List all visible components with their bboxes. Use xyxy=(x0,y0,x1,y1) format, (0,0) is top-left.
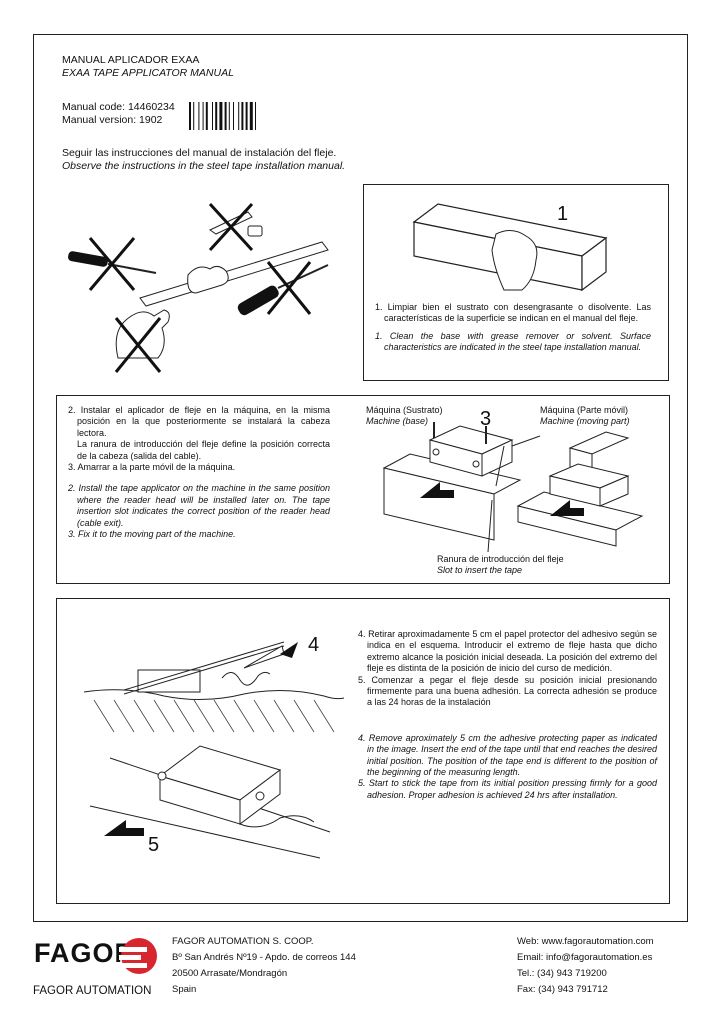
step-5-es: 5. Comenzar a pegar el fleje desde su po… xyxy=(358,674,657,708)
address-line-2: 20500 Arrasate/Mondragón xyxy=(172,968,288,979)
manual-info: Manual code: 14460234 Manual version: 19… xyxy=(62,101,175,127)
step-2-en: 2. Install the tape applicator on the ma… xyxy=(68,483,330,528)
arrow-icon xyxy=(420,482,454,498)
label-base-en: Machine (base) xyxy=(366,416,429,426)
step-1-en: 1. Clean the base with grease remover or… xyxy=(375,330,651,353)
barcode-bar xyxy=(219,102,223,130)
arrow-icon xyxy=(280,642,298,658)
label-moving-en: Machine (moving part) xyxy=(540,416,630,426)
barcode-bar xyxy=(245,102,248,130)
step-1-number: 1 xyxy=(557,203,569,225)
manual-code: Manual code: 14460234 xyxy=(62,101,175,113)
stick-tape-illustration xyxy=(89,745,331,859)
label-machine-moving: Máquina (Parte móvil) Machine (moving pa… xyxy=(540,405,630,427)
barcode-bar xyxy=(241,102,244,130)
step-4-5-text: 4. Retirar aproximadamente 5 cm el papel… xyxy=(358,629,657,801)
fagor-logo-text: FAGOR xyxy=(34,938,136,968)
barcode-bar xyxy=(249,102,253,130)
label-slot: Ranura de introducción del fleje Slot to… xyxy=(437,554,564,576)
barcode-bar xyxy=(224,102,227,130)
barcode-bar xyxy=(202,102,204,130)
step-3-es: 3. Amarrar a la parte móvil de la máquin… xyxy=(68,462,236,473)
address-line-1: Bº San Andrés Nº19 - Apdo. de correos 14… xyxy=(172,952,356,963)
barcode-bar xyxy=(238,102,240,130)
fagor-logo-icon xyxy=(119,938,157,974)
hand-icon xyxy=(491,230,538,291)
title-en: EXAA TAPE APPLICATOR MANUAL xyxy=(62,67,234,79)
phone-number: Tel.: (34) 943 719200 xyxy=(517,968,607,979)
title-es: MANUAL APLICADOR EXAA xyxy=(62,54,200,66)
step-5-en: 5. Start to stick the tape from its init… xyxy=(358,778,657,800)
fagor-logo-subtitle: FAGOR AUTOMATION xyxy=(33,985,152,997)
email-link[interactable]: Email: info@fagorautomation.es xyxy=(517,952,653,963)
step-3-number: 3 xyxy=(480,408,492,430)
barcode-bar xyxy=(255,102,256,130)
barcode-bar xyxy=(212,102,213,130)
clean-base-illustration xyxy=(412,203,608,292)
barcode-bar xyxy=(193,102,195,130)
intro-en: Observe the instructions in the steel ta… xyxy=(62,160,346,172)
label-slot-es: Ranura de introducción del fleje xyxy=(437,554,564,564)
fax-number: Fax: (34) 943 791712 xyxy=(517,984,608,995)
label-moving-es: Máquina (Parte móvil) xyxy=(540,405,629,415)
step-2-3-text: 2. Instalar el aplicador de fleje en la … xyxy=(68,405,330,540)
barcode xyxy=(189,102,256,130)
step-2-3-box xyxy=(56,395,670,584)
step-2b-es: La ranura de introducción del fleje defi… xyxy=(77,439,330,461)
label-slot-en: Slot to insert the tape xyxy=(437,565,523,575)
barcode-bar xyxy=(205,102,208,130)
step-4-number: 4 xyxy=(308,634,320,656)
company-name: FAGOR AUTOMATION S. COOP. xyxy=(172,936,314,947)
step-4-es: 4. Retirar aproximadamente 5 cm el papel… xyxy=(358,629,657,674)
step-3-en: 3. Fix it to the moving part of the mach… xyxy=(68,529,236,540)
step-1-box xyxy=(363,184,669,381)
page-frame xyxy=(33,34,688,922)
arrow-icon-2 xyxy=(550,500,584,516)
company-address: FAGOR AUTOMATION S. COOP. Bº San Andrés … xyxy=(172,934,356,998)
intro-text: Seguir las instrucciones del manual de i… xyxy=(62,147,345,173)
label-machine-base: Máquina (Sustrato) Machine (base) xyxy=(366,405,443,427)
step-4-5-box xyxy=(56,598,670,904)
barcode-bar xyxy=(228,102,230,130)
barcode-bar xyxy=(233,102,234,130)
document-title: MANUAL APLICADOR EXAA EXAA TAPE APPLICAT… xyxy=(62,54,234,80)
label-base-es: Máquina (Sustrato) xyxy=(366,405,443,415)
install-applicator-illustration xyxy=(382,422,644,553)
manual-version: Manual version: 1902 xyxy=(62,114,163,126)
step-1-text: 1. Limpiar bien el sustrato con desengra… xyxy=(375,302,651,354)
step-1-es: 1. Limpiar bien el sustrato con desengra… xyxy=(375,302,651,324)
barcode-bar xyxy=(198,102,200,130)
step-2-es: 2. Instalar el aplicador de fleje en la … xyxy=(68,405,330,438)
barcode-bar xyxy=(215,102,218,130)
forbidden-tools-illustration xyxy=(68,202,329,373)
step-4-en: 4. Remove aproximately 5 cm the adhesive… xyxy=(358,732,657,778)
web-link[interactable]: Web: www.fagorautomation.com xyxy=(517,936,654,947)
forbidden-x-icons xyxy=(88,202,312,373)
barcode-bar xyxy=(189,102,191,130)
address-country: Spain xyxy=(172,984,197,995)
insert-tape-illustration xyxy=(83,641,345,733)
arrow-icon-2 xyxy=(104,820,144,836)
step-5-number: 5 xyxy=(148,834,160,856)
intro-es: Seguir las instrucciones del manual de i… xyxy=(62,147,337,159)
contact-info: Web: www.fagorautomation.com Email: info… xyxy=(517,934,654,998)
screwdriver-icon xyxy=(68,251,157,274)
